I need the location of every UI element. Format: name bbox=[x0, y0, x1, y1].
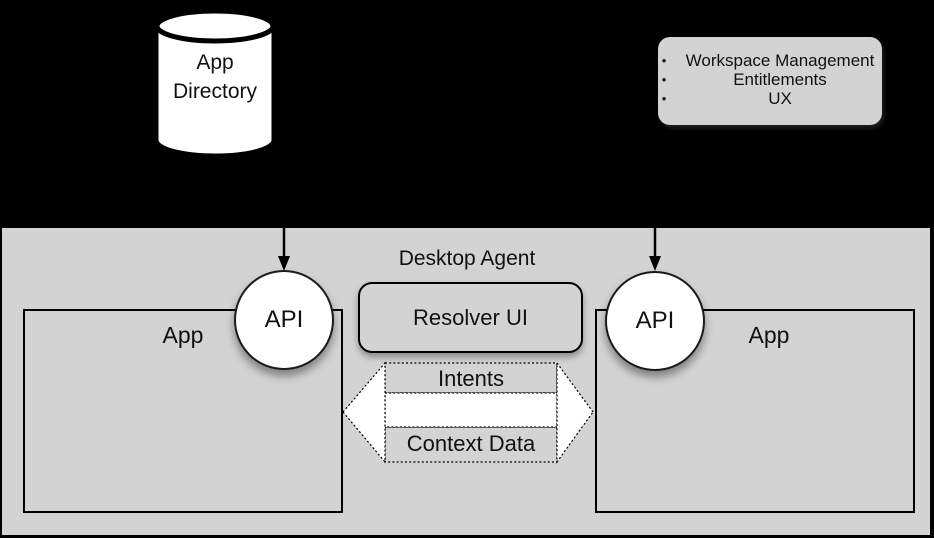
bullet-icon: • bbox=[661, 91, 667, 106]
feature-item: • Entitlements bbox=[658, 70, 882, 89]
features-box: • Workspace Management • Entitlements • … bbox=[658, 37, 882, 125]
api-node-right: API bbox=[605, 271, 705, 371]
api-node-left-label: API bbox=[264, 306, 304, 333]
app-directory-label: App Directory bbox=[150, 48, 280, 106]
feature-item-label: UX bbox=[768, 89, 792, 108]
feature-item: • UX bbox=[658, 89, 882, 108]
intents-label: Intents bbox=[437, 366, 505, 391]
feature-item-label: Workspace Management bbox=[685, 51, 875, 70]
bullet-icon: • bbox=[661, 72, 667, 87]
bullet-icon: • bbox=[661, 53, 667, 68]
app-window-left-label: App bbox=[162, 322, 204, 348]
app-directory-label-line1: App bbox=[196, 51, 234, 74]
resolver-ui-node: Resolver UI bbox=[358, 282, 583, 353]
app-directory-database-icon bbox=[154, 8, 276, 157]
context-data-label: Context Data bbox=[406, 431, 536, 456]
app-window-right-label: App bbox=[748, 322, 790, 348]
feature-item: • Workspace Management bbox=[658, 51, 882, 70]
app-window-right bbox=[595, 309, 915, 513]
resolver-ui-label: Resolver UI bbox=[413, 304, 528, 330]
api-node-right-label: API bbox=[635, 307, 675, 334]
desktop-agent-title: Desktop Agent bbox=[398, 247, 536, 270]
api-node-left: API bbox=[234, 270, 334, 370]
feature-item-label: Entitlements bbox=[733, 70, 827, 89]
app-window-left bbox=[23, 309, 343, 513]
app-directory-label-line2: Directory bbox=[172, 80, 257, 103]
